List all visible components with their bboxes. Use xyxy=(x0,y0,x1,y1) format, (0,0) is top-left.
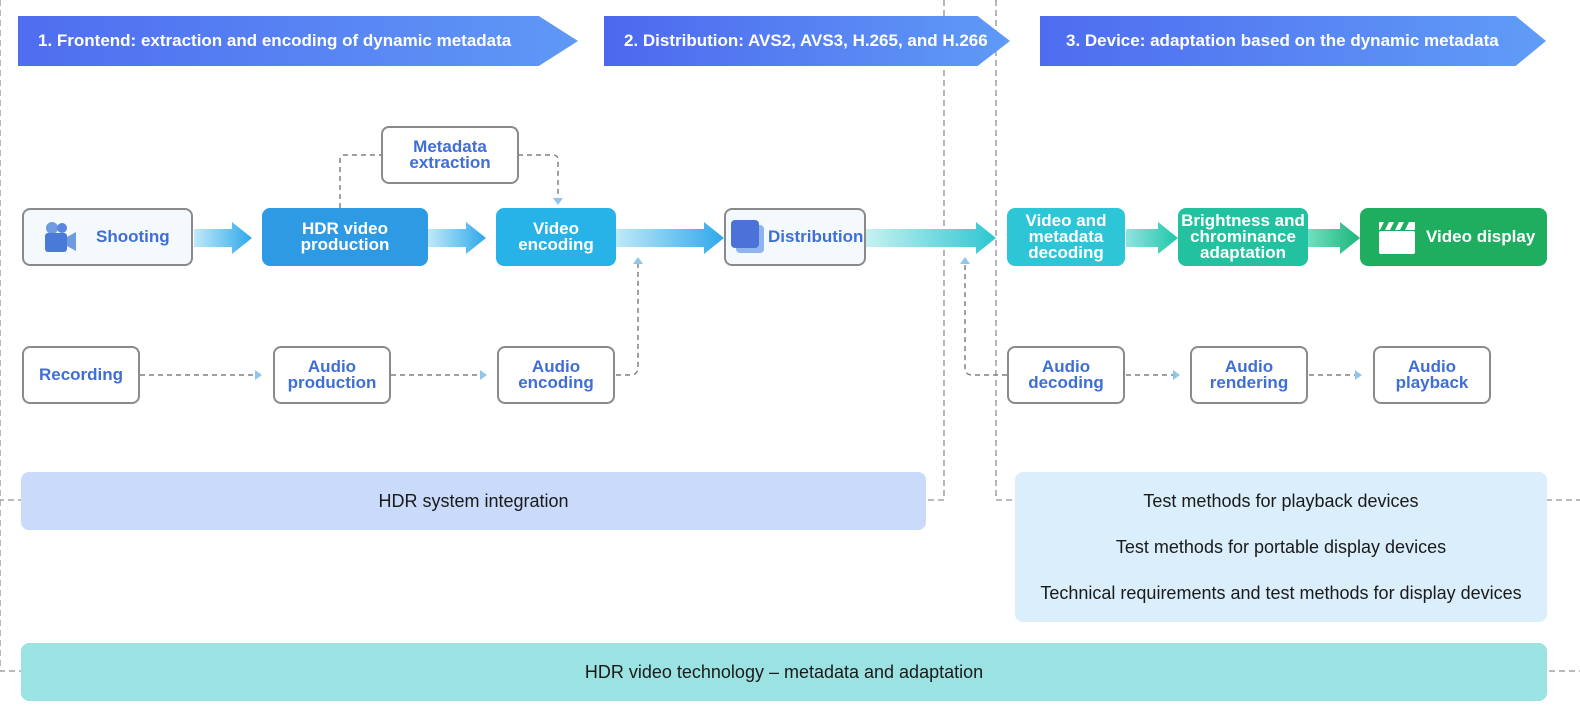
connector-audio-encoding-to-video-encoding xyxy=(616,264,639,376)
stage-banner-device-label: 3. Device: adaptation based on the dynam… xyxy=(1066,31,1499,50)
node-video-encoding-line1: Video xyxy=(533,219,579,238)
node-audio-encoding-line2: encoding xyxy=(518,373,594,392)
connector-distribution-to-audio-decoding xyxy=(964,264,1007,376)
node-shooting: Shooting xyxy=(22,208,193,266)
stage-banner-device: 3. Device: adaptation based on the dynam… xyxy=(1040,16,1546,66)
node-video-metadata-decoding-line3: decoding xyxy=(1028,243,1104,262)
connector-production-to-metadata xyxy=(339,154,381,208)
node-audio-rendering-line1: Audio xyxy=(1224,357,1274,376)
arrowhead-to-audio-encoding xyxy=(480,370,487,380)
node-video-metadata-decoding-line1: Video and xyxy=(1025,211,1107,230)
stage-banner-distribution: 2. Distribution: AVS2, AVS3, H.265, and … xyxy=(604,16,1010,66)
arrow-distribution-to-decoding xyxy=(866,222,996,254)
node-audio-production-line1: Audio xyxy=(307,357,357,376)
arrowhead-to-distribution-link xyxy=(960,257,970,264)
node-recording: Recording xyxy=(22,346,140,404)
stage-banner-frontend-label: 1. Frontend: extraction and encoding of … xyxy=(38,31,512,50)
arrowhead-to-video-encoding xyxy=(633,257,643,264)
panel-hdr-video-technology: HDR video technology – metadata and adap… xyxy=(21,643,1547,701)
arrow-decoding-to-adaptation xyxy=(1126,222,1178,254)
node-audio-encoding-line1: Audio xyxy=(531,357,581,376)
node-brightness-line2: chrominance xyxy=(1190,227,1296,246)
arrowhead-to-audio-playback xyxy=(1355,370,1362,380)
node-audio-playback-line2: playback xyxy=(1395,373,1469,392)
node-distribution-label: Distribution xyxy=(768,227,864,246)
stage-banner-distribution-label: 2. Distribution: AVS2, AVS3, H.265, and … xyxy=(624,31,988,50)
video-camera-icon xyxy=(45,222,76,252)
node-recording-label: Recording xyxy=(38,365,124,384)
clapperboard-icon xyxy=(1379,222,1415,254)
node-hdr-video-production-line1: HDR video xyxy=(302,219,388,238)
video-flow-arrows xyxy=(194,222,1360,254)
node-video-metadata-decoding-line2: metadata xyxy=(1028,227,1104,246)
arrowhead-to-audio-rendering xyxy=(1173,370,1180,380)
distribution-layers-icon xyxy=(731,220,764,253)
node-video-display: Video display xyxy=(1360,208,1547,266)
node-brightness-line1: Brightness and xyxy=(1181,211,1305,230)
panel-hdr-system-integration: HDR system integration xyxy=(21,472,926,530)
node-metadata-extraction-line1: Metadata xyxy=(413,137,487,156)
stage-banner-frontend: 1. Frontend: extraction and encoding of … xyxy=(18,16,578,66)
arrowhead-to-audio-production xyxy=(255,370,262,380)
node-distribution: Distribution xyxy=(724,208,866,266)
node-hdr-video-production-line2: production xyxy=(300,235,390,254)
node-audio-decoding-line2: decoding xyxy=(1028,373,1104,392)
node-shooting-label: Shooting xyxy=(96,227,170,246)
arrow-shooting-to-production xyxy=(194,222,252,254)
node-metadata-extraction-line2: extraction xyxy=(409,153,491,172)
arrowhead-metadata-to-encoding xyxy=(553,198,563,205)
arrow-adaptation-to-display xyxy=(1308,222,1360,254)
node-audio-rendering-line2: rendering xyxy=(1209,373,1289,392)
panel-device-test-methods: Test methods for playback devices Test m… xyxy=(1015,472,1547,622)
device-test-item: Test methods for playback devices xyxy=(1143,490,1419,511)
device-region-border xyxy=(995,0,1580,501)
device-test-item: Technical requirements and test methods … xyxy=(1040,582,1522,603)
connector-metadata-to-encoding xyxy=(518,154,559,198)
arrow-encoding-to-distribution xyxy=(616,222,724,254)
node-brightness-line3: adaptation xyxy=(1200,243,1286,262)
arrow-production-to-encoding xyxy=(428,222,486,254)
node-video-display-label: Video display xyxy=(1426,227,1536,246)
panel-hdr-system-integration-label: HDR system integration xyxy=(378,490,569,511)
node-audio-playback-line1: Audio xyxy=(1407,357,1457,376)
device-test-item: Test methods for portable display device… xyxy=(1115,536,1447,557)
node-audio-decoding-line1: Audio xyxy=(1041,357,1091,376)
panel-hdr-video-technology-label: HDR video technology – metadata and adap… xyxy=(584,661,984,682)
node-audio-production-line2: production xyxy=(287,373,377,392)
frontend-region-border xyxy=(0,0,945,501)
node-video-encoding-line2: encoding xyxy=(518,235,594,254)
